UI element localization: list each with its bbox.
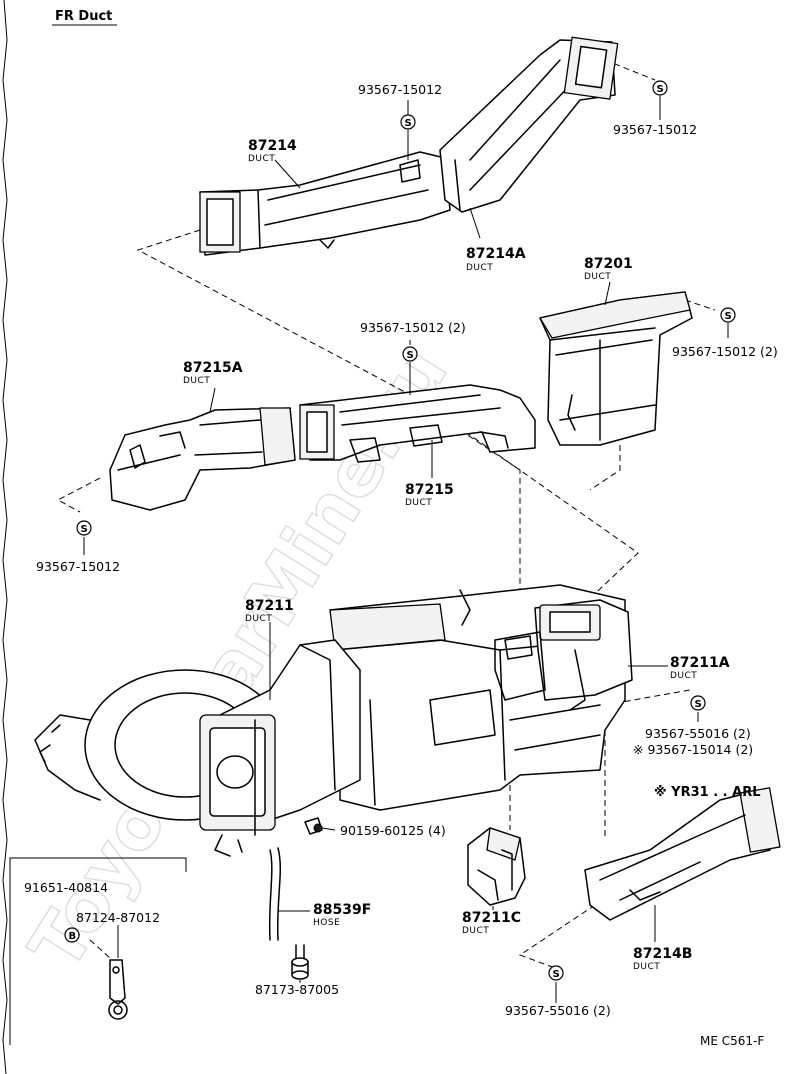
part-87215-name: DUCT: [405, 498, 432, 508]
leader-lines: [69, 96, 729, 1003]
torn-edge: [2, 0, 8, 1074]
svg-text:S: S: [553, 969, 560, 980]
svg-text:S: S: [405, 118, 412, 129]
fastener-91651-40814[interactable]: 91651-40814: [24, 880, 108, 895]
symbol-s-1: S: [400, 114, 416, 130]
part-87201-name: DUCT: [584, 272, 611, 282]
part-87215A-number[interactable]: 87215A: [183, 360, 243, 376]
part-88539F-number[interactable]: 88539F: [313, 902, 371, 918]
part-87211A-number[interactable]: 87211A: [670, 655, 730, 671]
duct-87201-drawing: [539, 291, 693, 446]
symbol-b-1: B: [64, 927, 80, 943]
symbol-s-6: S: [690, 695, 706, 711]
fastener-93567-15014[interactable]: ※ 93567-15014 (2): [633, 742, 753, 757]
symbol-s-4: S: [402, 346, 418, 362]
duct-87215-drawing: [299, 384, 536, 463]
duct-87211C-drawing: [467, 827, 526, 906]
duct-87215A-drawing: [109, 407, 296, 511]
group-box-91651: [9, 857, 187, 1045]
bracket-87124-drawing: [108, 959, 128, 1020]
part-87214A-number[interactable]: 87214A: [466, 246, 526, 262]
fastener-93567-15012-a[interactable]: 93567-15012: [358, 82, 442, 97]
part-87201-number[interactable]: 87201: [584, 256, 633, 272]
svg-text:S: S: [407, 350, 414, 361]
fastener-93567-15012-e[interactable]: 93567-15012: [36, 559, 120, 574]
part-88539F-name: HOSE: [313, 918, 340, 928]
part-87124-87012[interactable]: 87124-87012: [76, 910, 160, 925]
diagram-code: ME C561-F: [700, 1034, 764, 1048]
part-87211A-name: DUCT: [670, 671, 697, 681]
part-87211C-number[interactable]: 87211C: [462, 910, 521, 926]
heater-unit-drawing: [34, 584, 633, 857]
screw-90159-drawing: [304, 817, 323, 835]
svg-text:S: S: [725, 311, 732, 322]
symbol-s-3: S: [720, 307, 736, 323]
fastener-93567-15012-d[interactable]: 93567-15012 (2): [360, 320, 466, 335]
fastener-93567-15012-c[interactable]: 93567-15012 (2): [672, 344, 778, 359]
diagram-title: FR Duct: [55, 9, 112, 24]
symbol-s-7: S: [548, 965, 564, 981]
part-87214-name: DUCT: [248, 154, 275, 164]
part-87173-87005[interactable]: 87173-87005: [255, 982, 339, 997]
part-87215-number[interactable]: 87215: [405, 482, 454, 498]
part-87211-number[interactable]: 87211: [245, 598, 294, 614]
part-87215A-name: DUCT: [183, 376, 210, 386]
fastener-93567-15012-b[interactable]: 93567-15012: [613, 122, 697, 137]
svg-text:B: B: [69, 931, 77, 942]
part-87214A-name: DUCT: [466, 263, 493, 273]
hose-88539F-drawing: [268, 847, 282, 941]
part-87214-number[interactable]: 87214: [248, 138, 297, 154]
duct-87214B-drawing: [584, 787, 781, 921]
svg-text:S: S: [81, 524, 88, 535]
part-87214B-name: DUCT: [633, 962, 660, 972]
part-87214B-number[interactable]: 87214B: [633, 946, 692, 962]
symbol-s-5: S: [76, 520, 92, 536]
svg-text:S: S: [695, 699, 702, 710]
part-87211C-name: DUCT: [462, 926, 489, 936]
part-87211-name: DUCT: [245, 614, 272, 624]
fastener-93567-55016-a[interactable]: 93567-55016 (2): [645, 726, 751, 741]
symbol-s-2: S: [652, 80, 668, 96]
svg-text:S: S: [657, 84, 664, 95]
duct-87214A-drawing: [439, 36, 619, 213]
grommet-87173-drawing: [291, 944, 309, 980]
duct-87214-drawing: [199, 151, 451, 256]
fastener-93567-55016-b[interactable]: 93567-55016 (2): [505, 1003, 611, 1018]
fastener-90159-60125[interactable]: 90159-60125 (4): [340, 823, 446, 838]
variant-note: ※ YR31 . . ARL: [654, 785, 761, 800]
